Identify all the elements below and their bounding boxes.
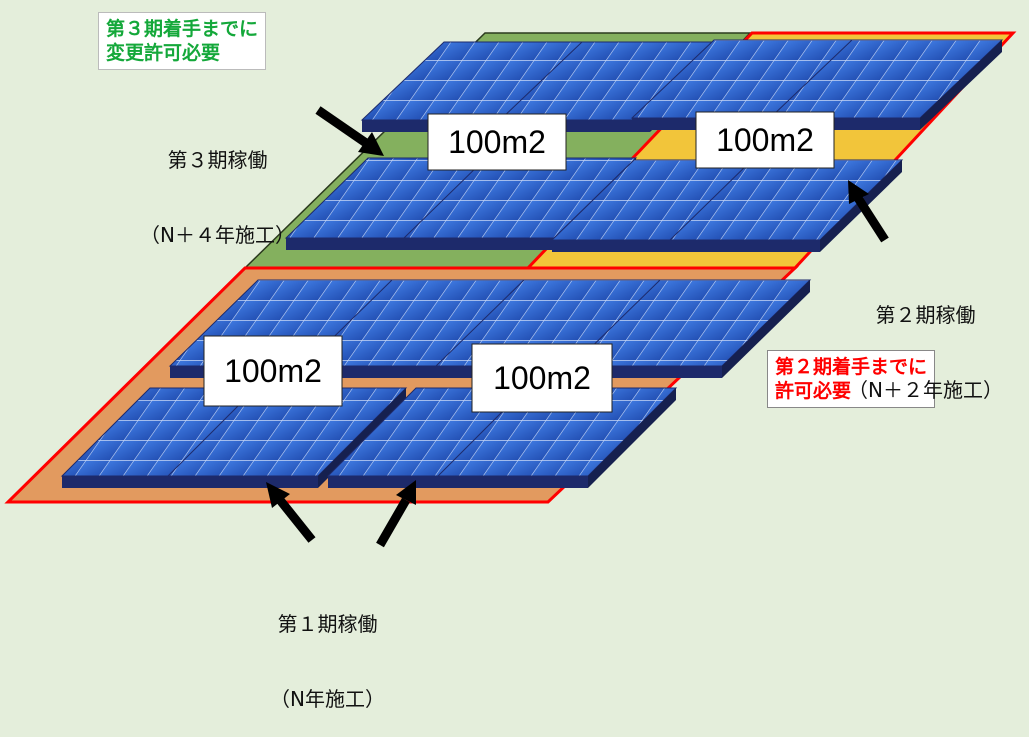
phase2-caption: 第２期稼働 （N＋２年施工） <box>848 253 1003 428</box>
area-text-phase1-right: 100m2 <box>493 360 591 396</box>
phase3-caption-line2: （N＋４年施工） <box>140 223 295 247</box>
area-labels: 100m2 100m2 100m2 100m2 <box>203 111 835 413</box>
area-label-phase1-left: 100m2 <box>203 335 343 407</box>
phase1-caption-line1: 第１期稼働 <box>277 612 378 636</box>
arrow-phase1-right <box>376 480 416 548</box>
phase2-caption-line1: 第２期稼働 <box>875 303 976 327</box>
area-text-phase2: 100m2 <box>716 122 814 158</box>
area-text-phase3: 100m2 <box>448 124 546 160</box>
area-label-phase1-right: 100m2 <box>471 343 613 413</box>
area-label-phase2: 100m2 <box>695 111 835 169</box>
phase1-caption: 第１期稼働 （N年施工） <box>270 562 385 737</box>
phase3-caption-line1: 第３期稼働 <box>167 148 268 172</box>
solar-panel <box>166 387 408 488</box>
arrow-phase3 <box>315 106 384 156</box>
arrow-phase2 <box>848 180 889 243</box>
phase1-caption-line2: （N年施工） <box>270 687 385 711</box>
area-label-phase3: 100m2 <box>427 113 567 171</box>
solar-layout-diagram: 100m2 100m2 100m2 100m2 <box>4 31 1017 548</box>
area-text-phase1-left: 100m2 <box>224 353 322 389</box>
phase2-permit-notice: 第２期着手までに 許可必要 <box>767 350 936 408</box>
solar-panel <box>436 387 678 488</box>
arrows <box>266 106 889 548</box>
arrow-phase1-left <box>266 482 316 543</box>
phase2-caption-line2: （N＋２年施工） <box>848 378 1003 402</box>
phase3-change-permit-notice: 第３期着手までに 変更許可必要 <box>98 12 267 70</box>
phase3-caption: 第３期稼働 （N＋４年施工） <box>140 98 295 273</box>
